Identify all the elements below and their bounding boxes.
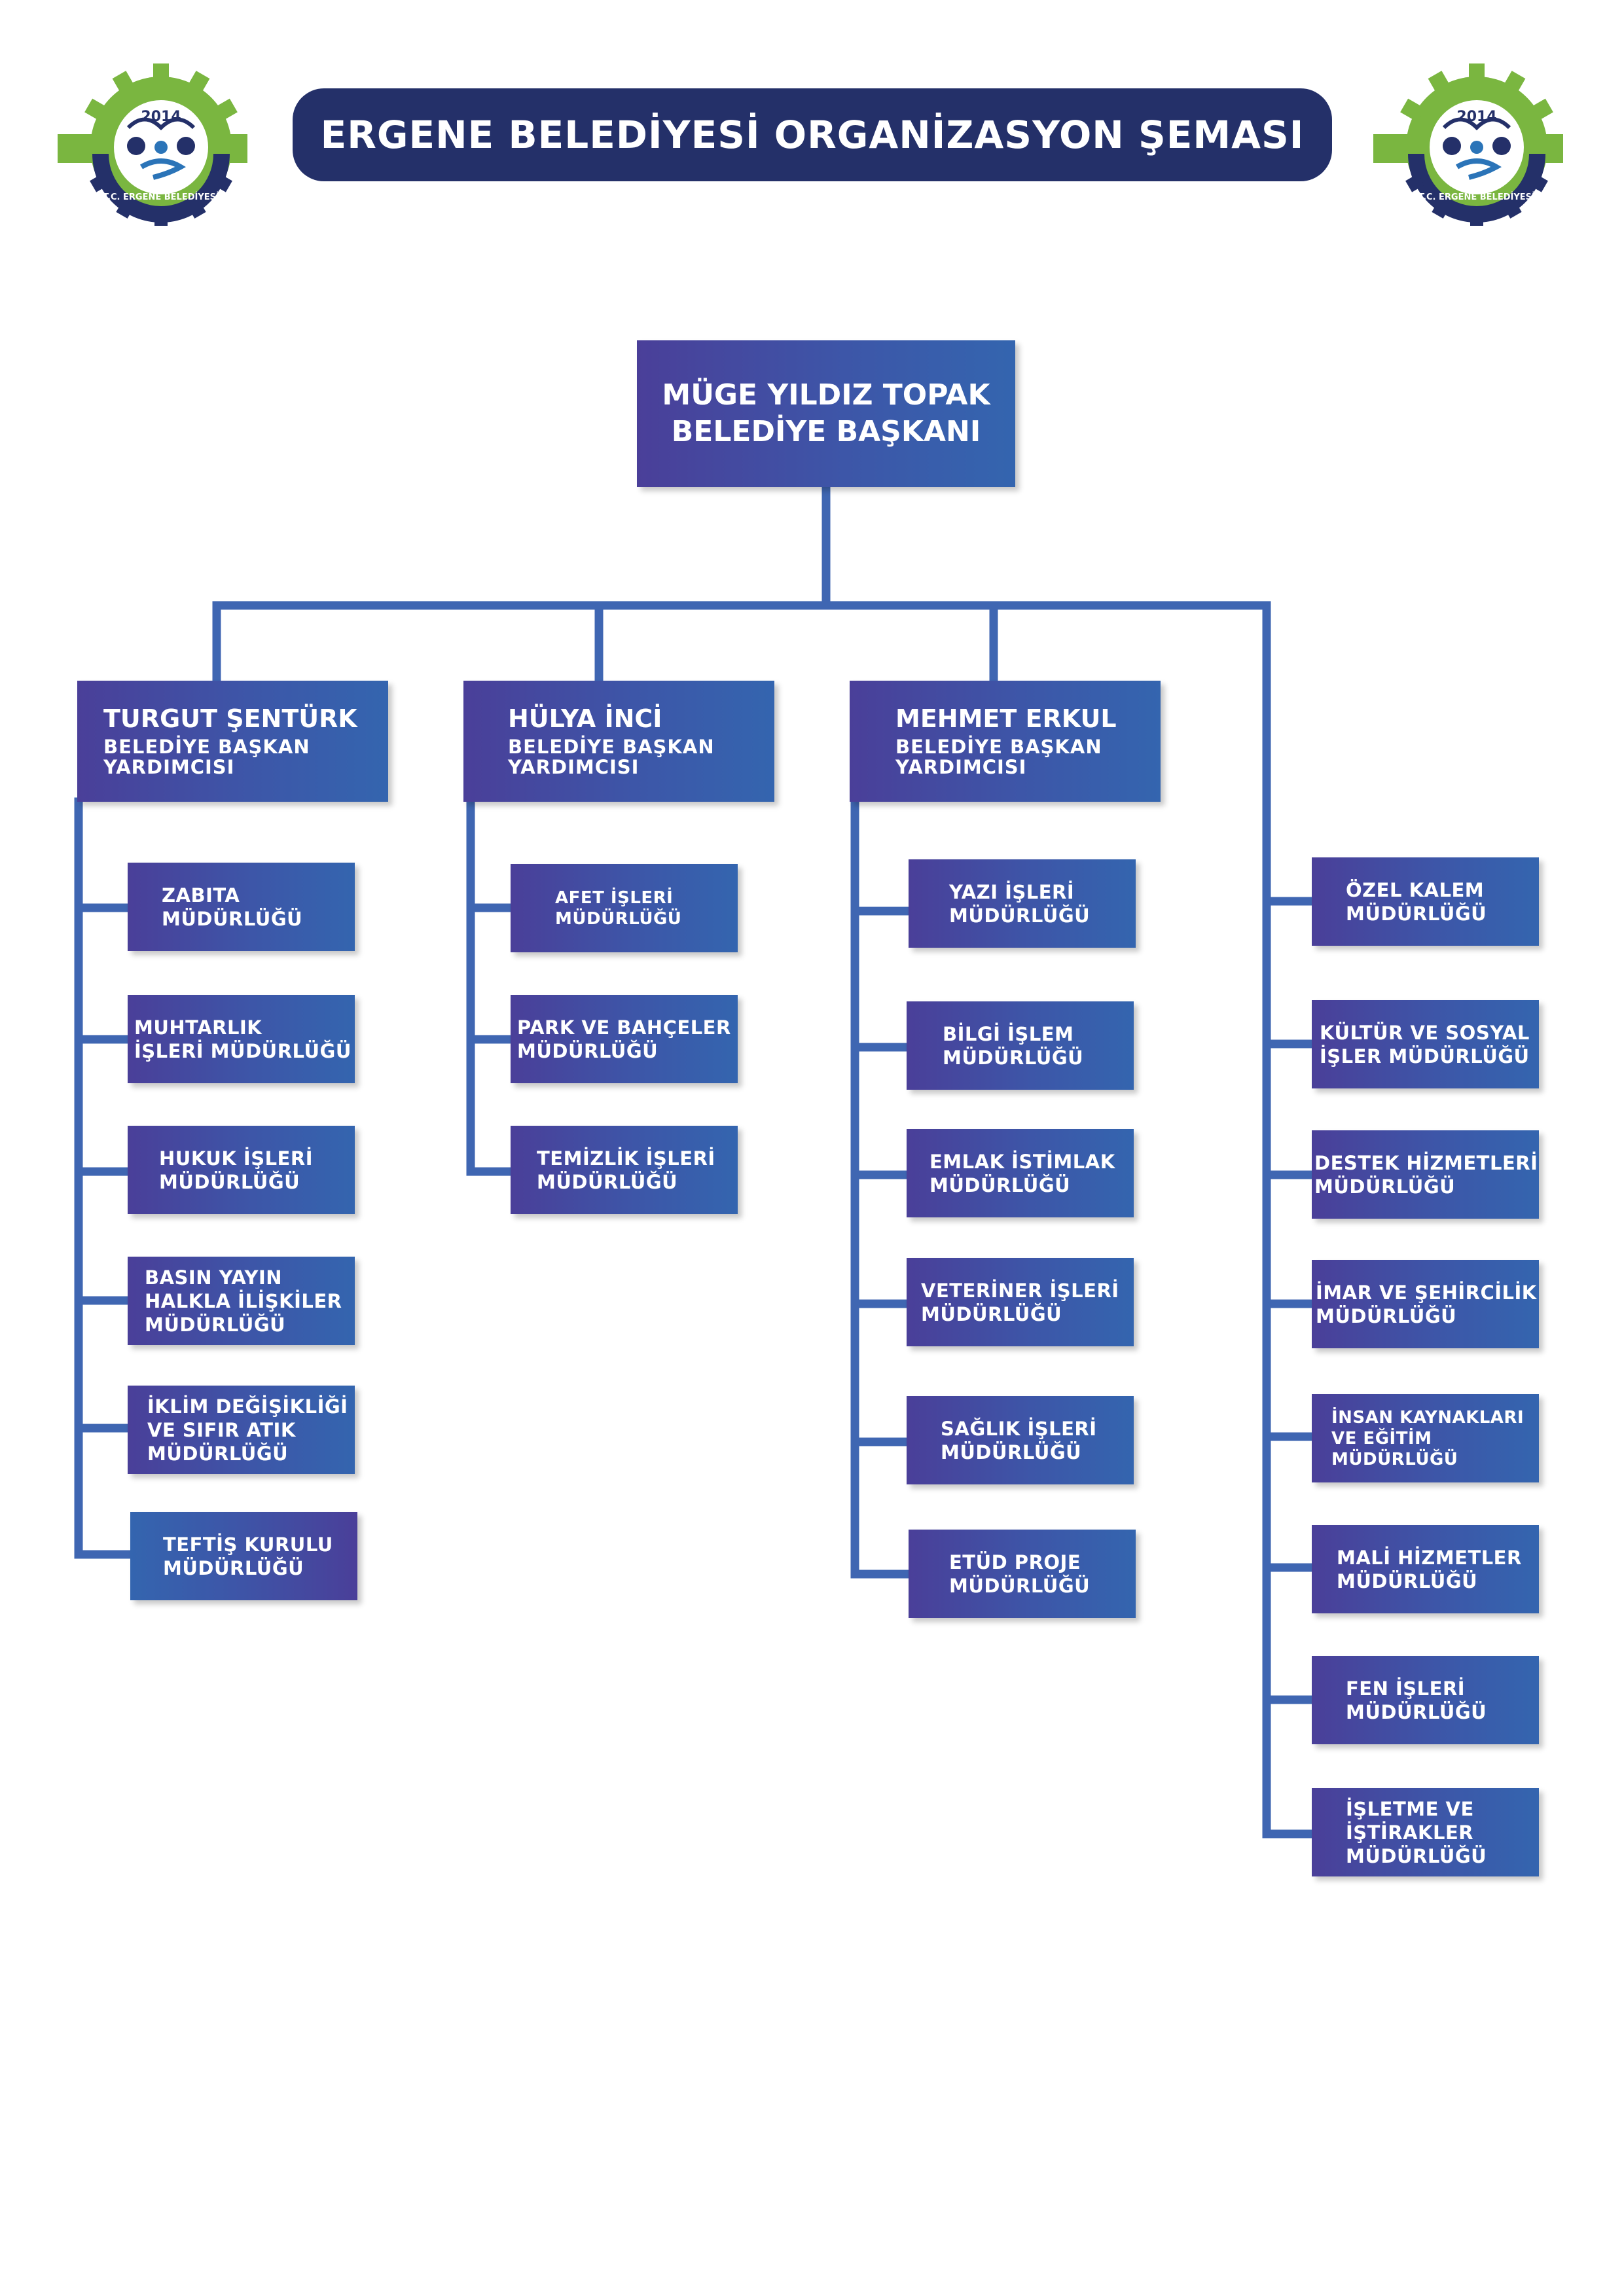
logo-year: 2014 <box>141 109 181 125</box>
unit-label: BİLGİ İŞLEM MÜDÜRLÜĞÜ <box>943 1022 1084 1069</box>
unit-label: İŞLETME VE İŞTİRAKLER MÜDÜRLÜĞÜ <box>1346 1797 1487 1867</box>
unit-veteriner: VETERİNER İŞLERİ MÜDÜRLÜĞÜ <box>907 1258 1134 1346</box>
unit-iklim: İKLİM DEĞİŞİKLİĞİ VE SIFIR ATIK MÜDÜRLÜĞ… <box>128 1386 355 1474</box>
unit-label: ZABITA MÜDÜRLÜĞÜ <box>162 884 303 930</box>
unit-label: HUKUK İŞLERİ MÜDÜRLÜĞÜ <box>159 1147 313 1193</box>
unit-ozel-kalem: ÖZEL KALEM MÜDÜRLÜĞÜ <box>1312 857 1539 946</box>
deputy-role: BELEDİYE BAŞKAN YARDIMCISI <box>103 736 310 778</box>
logo-ring-text: T.C. ERGENE BELEDİYESİ <box>1418 192 1535 202</box>
unit-hukuk: HUKUK İŞLERİ MÜDÜRLÜĞÜ <box>128 1126 355 1214</box>
unit-kultur-sosyal: KÜLTÜR VE SOSYAL İŞLER MÜDÜRLÜĞÜ <box>1312 1000 1539 1088</box>
mayor-box: MÜGE YILDIZ TOPAK BELEDİYE BAŞKANI <box>637 340 1015 487</box>
mayor-title: BELEDİYE BAŞKANI <box>671 415 981 448</box>
unit-basin-yayin: BASIN YAYIN HALKLA İLİŞKİLER MÜDÜRLÜĞÜ <box>128 1257 355 1345</box>
unit-park-bahceler: PARK VE BAHÇELER MÜDÜRLÜĞÜ <box>511 995 738 1083</box>
deputy-role: BELEDİYE BAŞKAN YARDIMCISI <box>508 736 715 778</box>
unit-label: VETERİNER İŞLERİ MÜDÜRLÜĞÜ <box>921 1279 1119 1325</box>
unit-imar-sehircilik: İMAR VE ŞEHİRCİLİK MÜDÜRLÜĞÜ <box>1312 1260 1539 1348</box>
unit-fen-isleri: FEN İŞLERİ MÜDÜRLÜĞÜ <box>1312 1656 1539 1744</box>
unit-teftis: TEFTİŞ KURULU MÜDÜRLÜĞÜ <box>130 1512 357 1600</box>
page-title-text: ERGENE BELEDİYESİ ORGANİZASYON ŞEMASI <box>320 113 1305 157</box>
unit-label: İNSAN KAYNAKLARI VE EĞİTİM MÜDÜRLÜĞÜ <box>1331 1407 1525 1469</box>
unit-label: KÜLTÜR VE SOSYAL İŞLER MÜDÜRLÜĞÜ <box>1320 1021 1530 1067</box>
unit-label: BASIN YAYIN HALKLA İLİŞKİLER MÜDÜRLÜĞÜ <box>145 1266 342 1336</box>
unit-label: SAĞLIK İŞLERİ MÜDÜRLÜĞÜ <box>941 1417 1097 1463</box>
unit-isletme-istirakler: İŞLETME VE İŞTİRAKLER MÜDÜRLÜĞÜ <box>1312 1788 1539 1876</box>
unit-label: EMLAK İSTİMLAK MÜDÜRLÜĞÜ <box>929 1150 1115 1196</box>
unit-label: AFET İŞLERİ MÜDÜRLÜĞÜ <box>555 888 682 929</box>
logo-year: 2014 <box>1456 109 1496 125</box>
unit-destek-hizmetleri: DESTEK HİZMETLERİ MÜDÜRLÜĞÜ <box>1312 1130 1539 1219</box>
page-title: ERGENE BELEDİYESİ ORGANİZASYON ŞEMASI <box>293 88 1332 181</box>
unit-zabita: ZABITA MÜDÜRLÜĞÜ <box>128 863 355 951</box>
deputy-name: MEHMET ERKUL <box>895 704 1117 733</box>
logo-ring-text: T.C. ERGENE BELEDİYESİ <box>103 192 219 202</box>
deputy-box-3: MEHMET ERKUL BELEDİYE BAŞKAN YARDIMCISI <box>850 681 1161 802</box>
unit-label: MALİ HİZMETLER MÜDÜRLÜĞÜ <box>1337 1546 1522 1592</box>
unit-label: İMAR VE ŞEHİRCİLİK MÜDÜRLÜĞÜ <box>1316 1281 1537 1327</box>
deputy-box-1: TURGUT ŞENTÜRK BELEDİYE BAŞKAN YARDIMCIS… <box>77 681 388 802</box>
deputy-name: HÜLYA İNCİ <box>508 704 662 733</box>
unit-label: İKLİM DEĞİŞİKLİĞİ VE SIFIR ATIK MÜDÜRLÜĞ… <box>147 1395 348 1465</box>
deputy-name: TURGUT ŞENTÜRK <box>103 704 357 733</box>
unit-emlak-istimlak: EMLAK İSTİMLAK MÜDÜRLÜĞÜ <box>907 1129 1134 1217</box>
unit-etud-proje: ETÜD PROJE MÜDÜRLÜĞÜ <box>909 1530 1136 1618</box>
unit-muhtarlik: MUHTARLIK İŞLERİ MÜDÜRLÜĞÜ <box>128 995 355 1083</box>
unit-label: YAZI İŞLERİ MÜDÜRLÜĞÜ <box>949 880 1091 927</box>
unit-label: TEMİZLİK İŞLERİ MÜDÜRLÜĞÜ <box>537 1147 715 1193</box>
unit-label: ÖZEL KALEM MÜDÜRLÜĞÜ <box>1346 878 1487 925</box>
logo-left: 2014 T.C. ERGENE BELEDİYESİ <box>58 56 247 227</box>
unit-yazi-isleri: YAZI İŞLERİ MÜDÜRLÜĞÜ <box>909 859 1136 948</box>
unit-label: PARK VE BAHÇELER MÜDÜRLÜĞÜ <box>517 1016 731 1062</box>
unit-label: FEN İŞLERİ MÜDÜRLÜĞÜ <box>1346 1677 1487 1723</box>
unit-label: ETÜD PROJE MÜDÜRLÜĞÜ <box>949 1551 1091 1597</box>
unit-temizlik: TEMİZLİK İŞLERİ MÜDÜRLÜĞÜ <box>511 1126 738 1214</box>
unit-saglik: SAĞLIK İŞLERİ MÜDÜRLÜĞÜ <box>907 1396 1134 1484</box>
unit-label: MUHTARLIK İŞLERİ MÜDÜRLÜĞÜ <box>134 1016 352 1062</box>
unit-label: TEFTİŞ KURULU MÜDÜRLÜĞÜ <box>163 1533 333 1579</box>
unit-mali-hizmetler: MALİ HİZMETLER MÜDÜRLÜĞÜ <box>1312 1525 1539 1613</box>
unit-bilgi-islem: BİLGİ İŞLEM MÜDÜRLÜĞÜ <box>907 1001 1134 1090</box>
deputy-box-2: HÜLYA İNCİ BELEDİYE BAŞKAN YARDIMCISI <box>463 681 774 802</box>
logo-right: 2014 T.C. ERGENE BELEDİYESİ <box>1373 56 1563 226</box>
unit-afet: AFET İŞLERİ MÜDÜRLÜĞÜ <box>511 864 738 952</box>
mayor-name: MÜGE YILDIZ TOPAK <box>662 378 990 412</box>
unit-label: DESTEK HİZMETLERİ MÜDÜRLÜĞÜ <box>1314 1151 1538 1198</box>
deputy-role: BELEDİYE BAŞKAN YARDIMCISI <box>895 736 1102 778</box>
unit-insan-kaynaklari: İNSAN KAYNAKLARI VE EĞİTİM MÜDÜRLÜĞÜ <box>1312 1394 1539 1482</box>
